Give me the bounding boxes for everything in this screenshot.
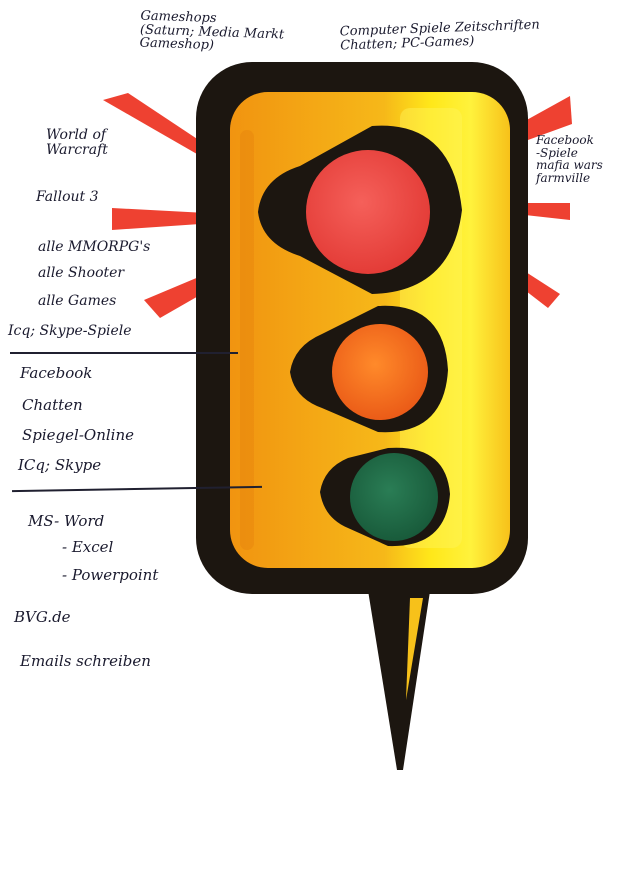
green-light [350, 453, 438, 541]
note-line: World of [46, 127, 107, 143]
note-bvg: BVG.de [14, 608, 71, 626]
note-icq-skype: ICq; Skype [18, 456, 102, 474]
note-line: farmville [536, 170, 591, 185]
divider-red-yellow [10, 352, 238, 354]
note-chatten: Chatten [22, 396, 83, 414]
note-spiegel-online: Spiegel-Online [22, 426, 134, 444]
note-facebook: Facebook [20, 364, 93, 382]
note-games: alle Games [38, 293, 117, 309]
red-light [306, 150, 430, 274]
note-fallout: Fallout 3 [36, 189, 99, 205]
note-excel: - Excel [62, 538, 114, 556]
note-emails: Emails schreiben [20, 652, 151, 670]
pole [366, 578, 432, 770]
note-gameshops: Gameshops (Saturn; Media Markt Gameshop) [139, 8, 285, 55]
amber-light [332, 324, 428, 420]
note-powerpoint: - Powerpoint [62, 566, 159, 584]
note-line: Warcraft [46, 141, 108, 158]
note-ms-word: MS- Word [28, 512, 105, 530]
note-line: Facebook [536, 133, 594, 147]
note-shooter: alle Shooter [38, 265, 125, 281]
note-mmorpg: alle MMORPG's [38, 239, 151, 255]
note-icq-skype-games: Icq; Skype-Spiele [8, 323, 132, 339]
note-world-of-warcraft: World of Warcraft [46, 128, 108, 157]
note-line: -Spiele [536, 145, 578, 160]
note-line: mafia wars [536, 158, 603, 173]
note-facebook-games: Facebook -Spiele mafia wars farmville [536, 134, 603, 184]
